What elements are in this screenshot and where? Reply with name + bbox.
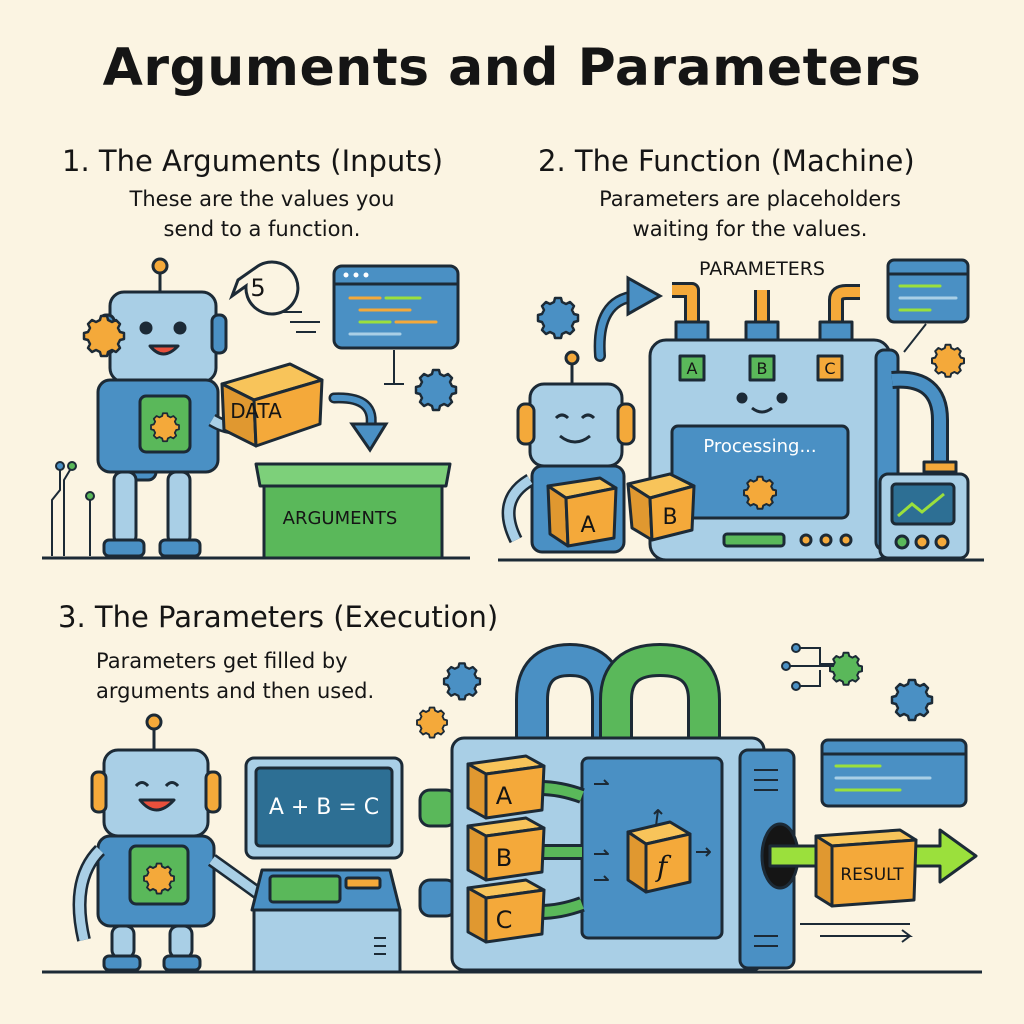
circuit-icon [51,461,95,556]
gear-icon [536,296,580,340]
data-box: DATA [220,362,324,448]
section-3-heading: 3. The Parameters (Execution) [58,600,499,634]
input-box-a: A [466,754,546,820]
gear-icon [890,678,934,722]
section-1-heading: 1. The Arguments (Inputs) [62,144,444,178]
section-2-description: Parameters are placeholders waiting for … [540,184,960,244]
code-window-icon [282,264,460,385]
gear-icon [416,706,448,739]
section-2-description-line2: waiting for the values. [632,217,868,241]
code-window-icon [820,738,968,808]
robot-3 [72,713,267,972]
arrow-icon [593,275,664,362]
section-1-scene: 5 DATA [42,257,470,560]
arguments-bin: ARGUMENTS [254,462,452,560]
arrow-down-icon [328,392,389,453]
section-3-scene: A + B = C f [42,643,982,974]
gear-icon [414,368,458,412]
gear-icon [828,651,864,686]
input-box-c-label: C [496,906,513,934]
speech-value: 5 [250,274,265,302]
slot-a-label: A [687,359,698,378]
section-3-description-line2: arguments and then used. [96,679,375,703]
chart-monitor-icon [878,472,970,560]
terminal-text: A + B = C [269,795,379,820]
machine-icon: A B C Processing... [648,282,958,562]
slot-b-label: B [757,359,768,378]
input-box-c: C [466,878,546,944]
section-2-heading: 2. The Function (Machine) [538,144,915,178]
gear-icon [742,475,778,510]
section-3-description: Parameters get filled by arguments and t… [96,646,436,706]
robot-2: A B [501,350,696,554]
motion-lines [800,923,913,943]
speech-bubble: 5 [228,260,300,316]
input-box-a-label: A [496,782,513,810]
carried-box-a-label: A [580,513,595,538]
gear-icon [930,343,966,378]
terminal-icon: A + B = C [244,756,404,974]
section-3-description-line1: Parameters get filled by [96,649,348,673]
section-1-description: These are the values you send to a funct… [62,184,462,244]
arguments-bin-label: ARGUMENTS [283,508,398,529]
slot-c-label: C [824,359,835,378]
section-2-scene: PARAMETERS A B C Processing... [498,258,984,562]
input-box-b-label: B [496,844,512,872]
result-box-label: RESULT [840,865,904,885]
data-box-label: DATA [230,399,282,423]
gear-icon [82,314,126,358]
carried-box-b-label: B [662,505,677,530]
section-2-description-line1: Parameters are placeholders [599,187,901,211]
gear-icon [149,412,181,443]
gear-icon [143,862,175,895]
section-1-description-line1: These are the values you [129,187,395,211]
section-1-description-line2: send to a function. [163,217,361,241]
circuit-icon [781,643,834,691]
result-box: RESULT [814,828,918,908]
page-title: Arguments and Parameters [102,38,922,98]
processing-screen-text: Processing... [703,436,816,457]
input-box-b: B [466,816,546,882]
code-window-icon [886,258,970,353]
gear-icon [442,662,482,701]
parameters-label: PARAMETERS [699,258,825,280]
